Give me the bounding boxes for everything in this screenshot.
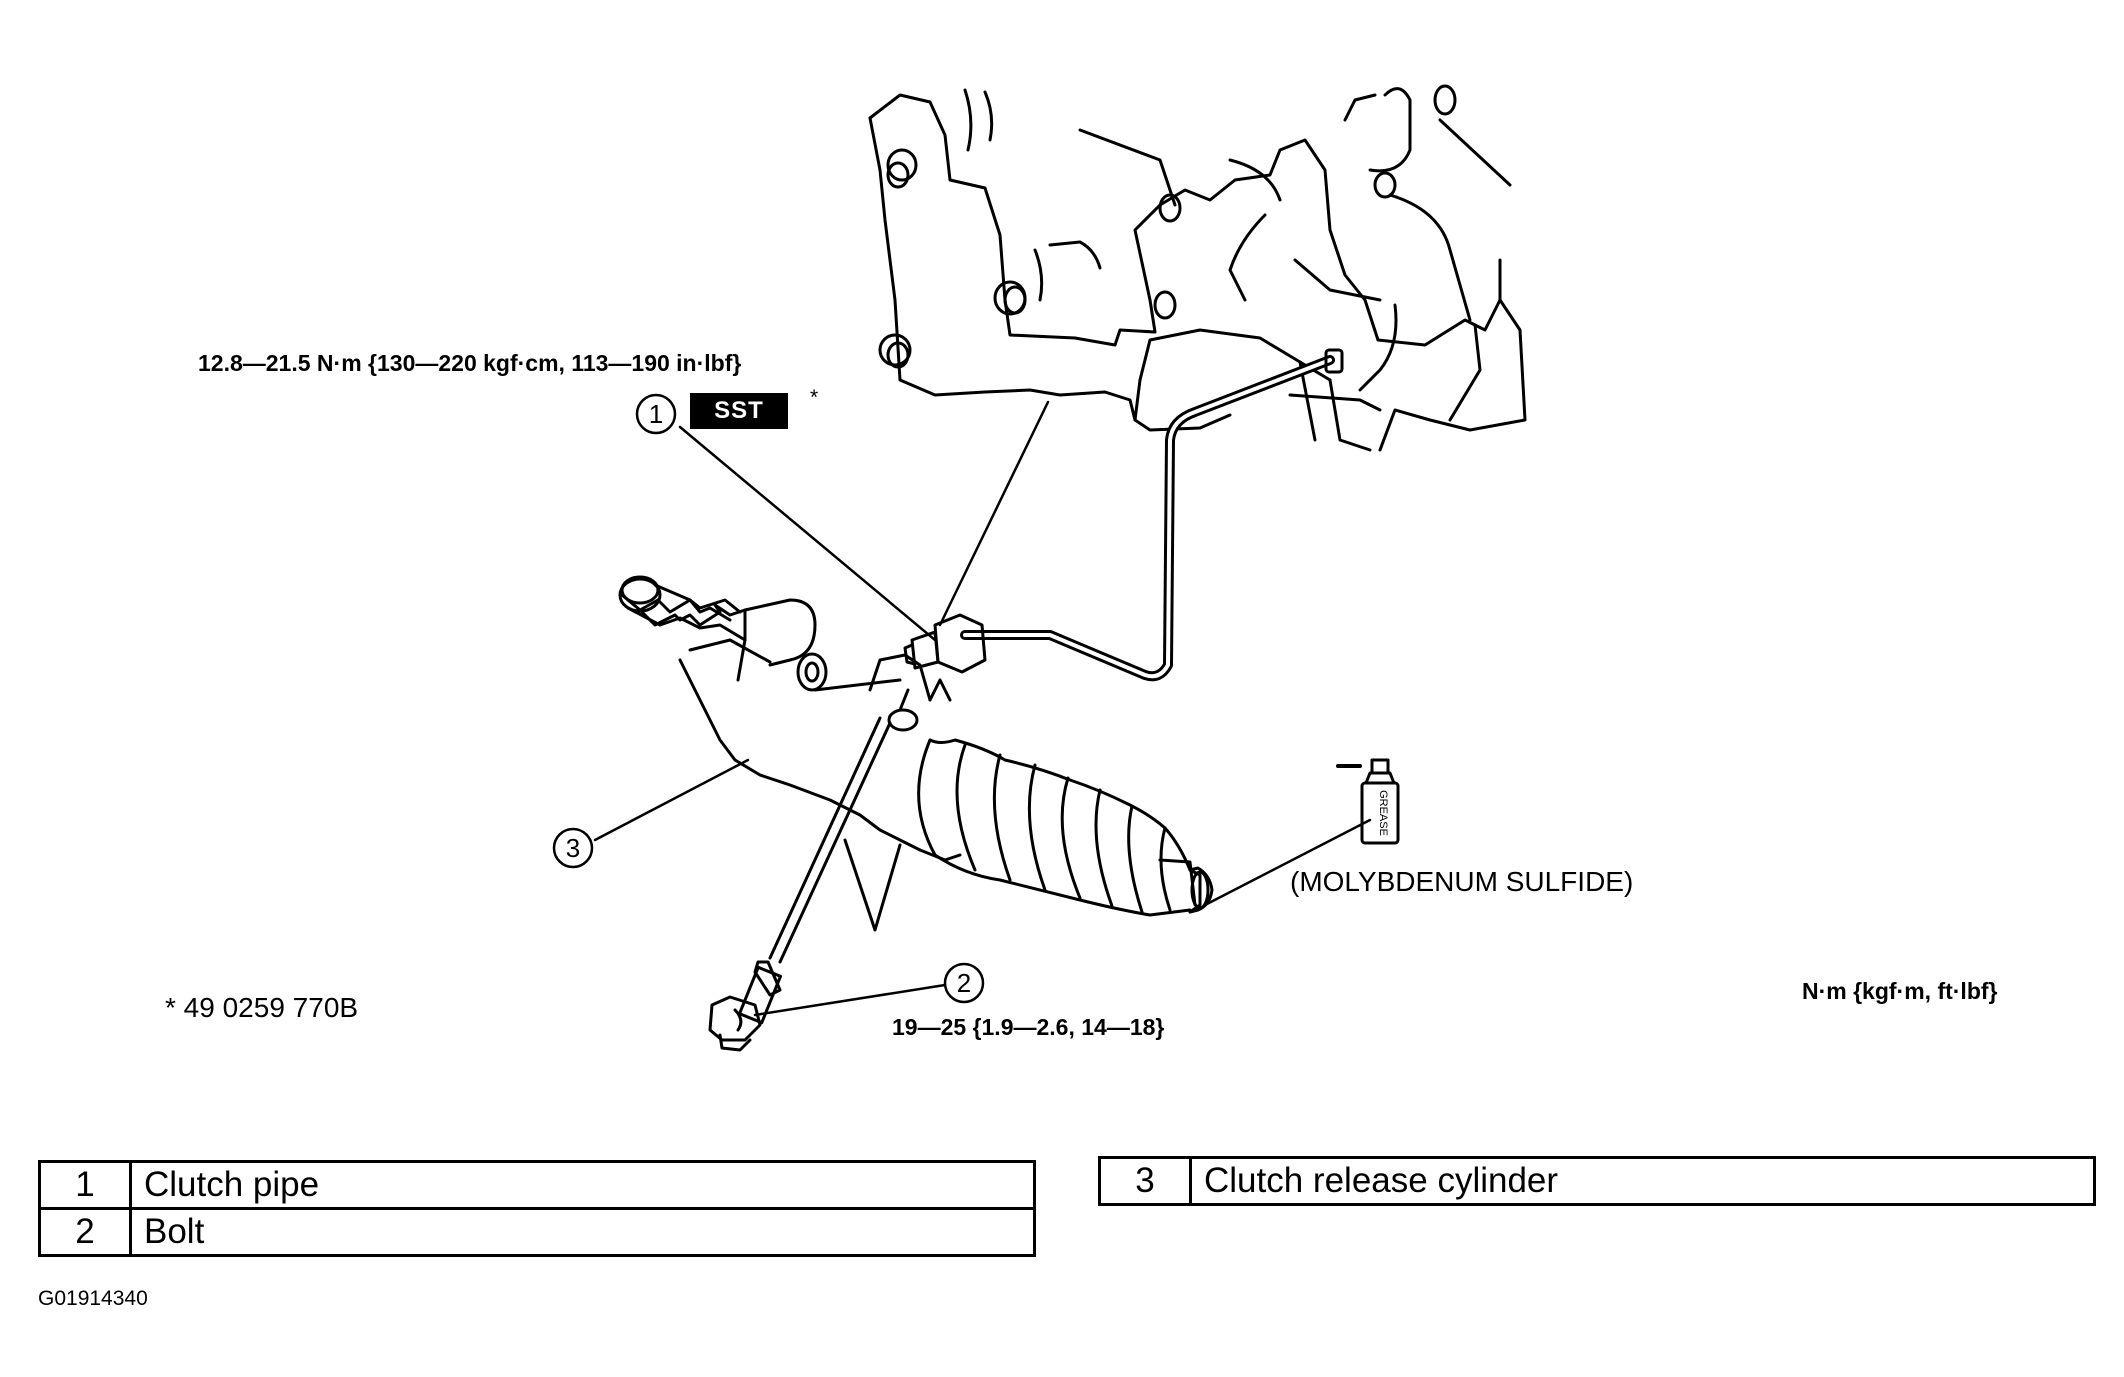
legend-label: Clutch pipe xyxy=(129,1160,1036,1210)
grease-can: GREASE xyxy=(1336,758,1400,845)
torque-units: N·m {kgf·m, ft·lbf} xyxy=(1802,978,1998,1004)
sst-badge: SST xyxy=(690,393,788,429)
marker-1 xyxy=(635,393,677,435)
marker-1-text: 1 xyxy=(649,399,663,429)
leader-lines xyxy=(593,400,1372,1017)
clutch-pipe-line xyxy=(960,348,1344,682)
sst-note: * 49 0259 770B xyxy=(165,992,359,1023)
grease-can-text: GREASE xyxy=(1377,790,1389,836)
legend-row: 2 Bolt xyxy=(38,1207,1036,1257)
legend-number: 1 xyxy=(38,1160,132,1210)
marker-2-text: 2 xyxy=(957,968,971,998)
legend-number: 2 xyxy=(38,1207,132,1257)
bolt-torque-spec: 19—25 {1.9—2.6, 14—18} xyxy=(892,1014,1165,1040)
grease-label: (MOLYBDENUM SULFIDE) xyxy=(1290,866,1634,897)
marker-2 xyxy=(943,962,985,1004)
legend-number: 3 xyxy=(1098,1156,1192,1206)
legend-table-left: 1 Clutch pipe 2 Bolt xyxy=(38,1160,1036,1257)
legend-row: 3 Clutch release cylinder xyxy=(1098,1156,2096,1206)
sst-asterisk: * xyxy=(810,386,819,409)
figure-id: G01914340 xyxy=(38,1287,148,1310)
pipe-torque-spec: 12.8—21.5 N·m {130—220 kgf·cm, 113—190 i… xyxy=(198,350,742,376)
bleeder-fitting xyxy=(620,575,747,627)
marker-circles xyxy=(552,393,985,1004)
mounting-bolt xyxy=(708,960,782,1052)
legend-row: 1 Clutch pipe xyxy=(38,1160,1036,1210)
bolt-guide-lines xyxy=(768,716,902,964)
dust-boot xyxy=(917,738,1202,917)
legend-label: Clutch release cylinder xyxy=(1189,1156,2096,1206)
marker-3 xyxy=(552,827,594,869)
legend-label: Bolt xyxy=(129,1207,1036,1257)
marker-3-text: 3 xyxy=(566,833,580,863)
legend-table-right: 3 Clutch release cylinder xyxy=(1098,1156,2096,1206)
release-cylinder-body xyxy=(618,577,962,862)
push-rod-tip xyxy=(1188,866,1214,914)
transmission-housing xyxy=(868,84,1527,452)
